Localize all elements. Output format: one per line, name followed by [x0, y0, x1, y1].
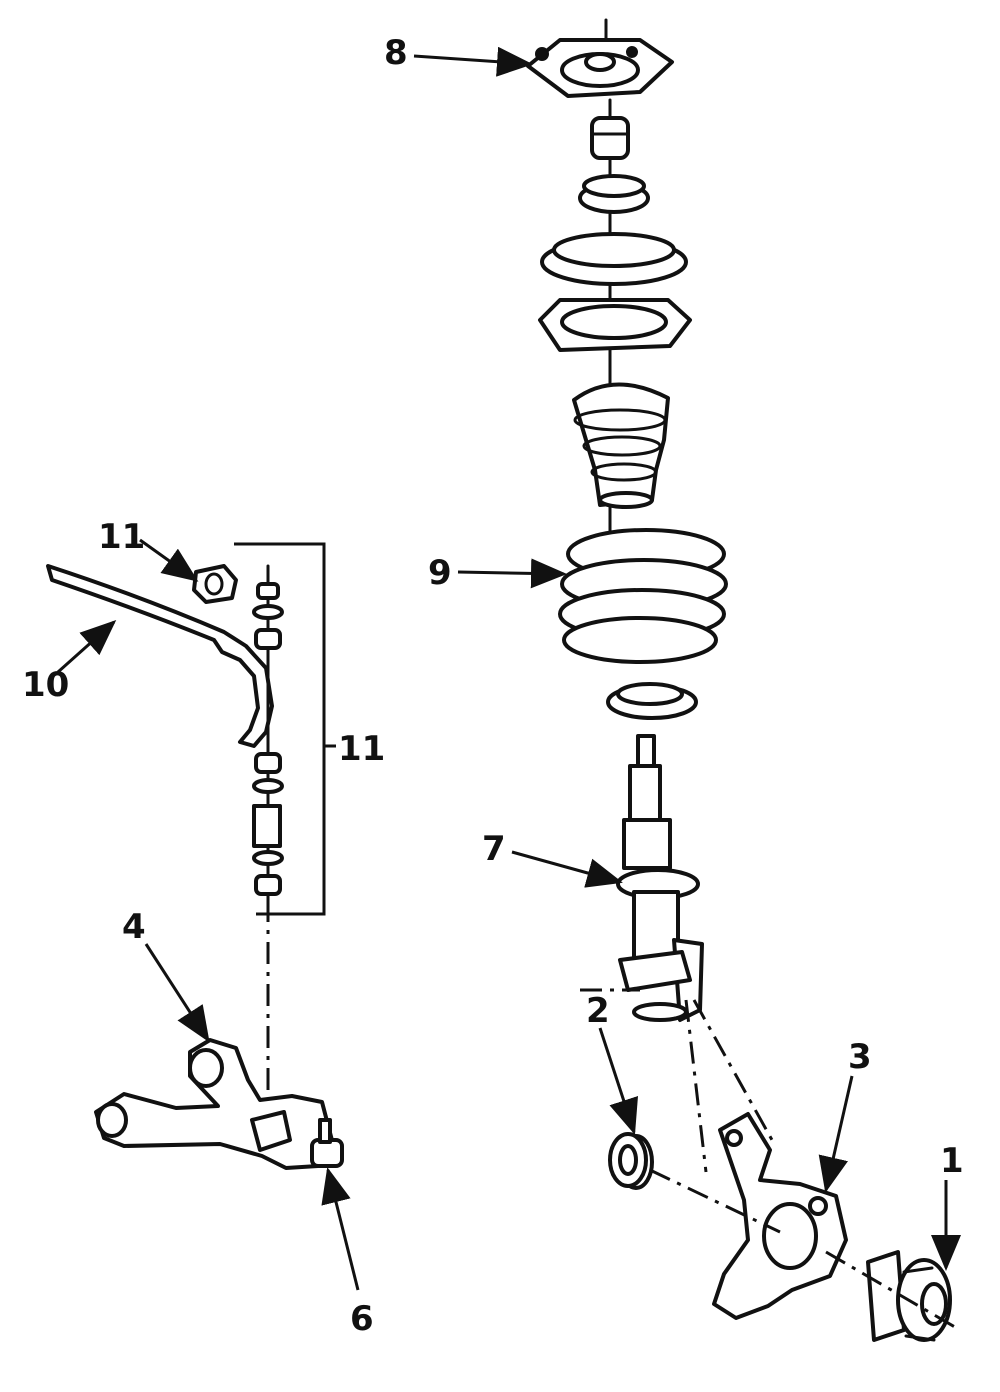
leader-11a [139, 538, 199, 582]
hub-axis [825, 1250, 961, 1332]
knuckle-part [712, 1112, 848, 1320]
dust-boot [572, 382, 670, 509]
link-kit-part [192, 564, 284, 902]
callout-7: 7 [482, 829, 506, 869]
callout-8: 8 [384, 33, 408, 73]
leader-4 [144, 943, 210, 1043]
callout-9: 9 [428, 553, 452, 593]
strut-mount-part [526, 38, 674, 98]
strut-knuckle-line-1 [684, 999, 708, 1173]
strut-knuckle-line-2 [692, 999, 774, 1141]
lower-insulator [606, 682, 698, 720]
hub-seal-axis [649, 1168, 781, 1234]
spring-insulator [538, 298, 692, 352]
hub-seal-part [608, 1132, 654, 1190]
hub-part [866, 1250, 952, 1342]
leader-2 [598, 1027, 639, 1135]
leader-8 [413, 46, 533, 77]
callout-11-kit: 11 [338, 729, 385, 769]
upper-spring-seat [540, 232, 688, 286]
stabilizer-bar-part [46, 564, 274, 748]
leader-9 [457, 558, 567, 589]
strut-bearing [578, 174, 650, 214]
callout-6: 6 [350, 1299, 374, 1339]
callout-3: 3 [848, 1037, 872, 1077]
strut-part [616, 734, 704, 1022]
callout-4: 4 [122, 907, 146, 947]
leader-6 [321, 1167, 360, 1291]
callout-11-bushing: 11 [98, 517, 145, 557]
coil-spring-part [558, 528, 728, 664]
link-kit-bracket [234, 542, 326, 916]
leader-3 [818, 1075, 854, 1193]
ball-joint-part [310, 1118, 344, 1168]
callout-2: 2 [586, 991, 610, 1031]
leader-10 [57, 620, 117, 674]
control-arm-part [94, 1038, 336, 1170]
jounce-bumper [590, 116, 630, 160]
callout-1: 1 [940, 1141, 964, 1181]
leader-7 [511, 850, 623, 888]
callout-10: 10 [22, 665, 69, 705]
